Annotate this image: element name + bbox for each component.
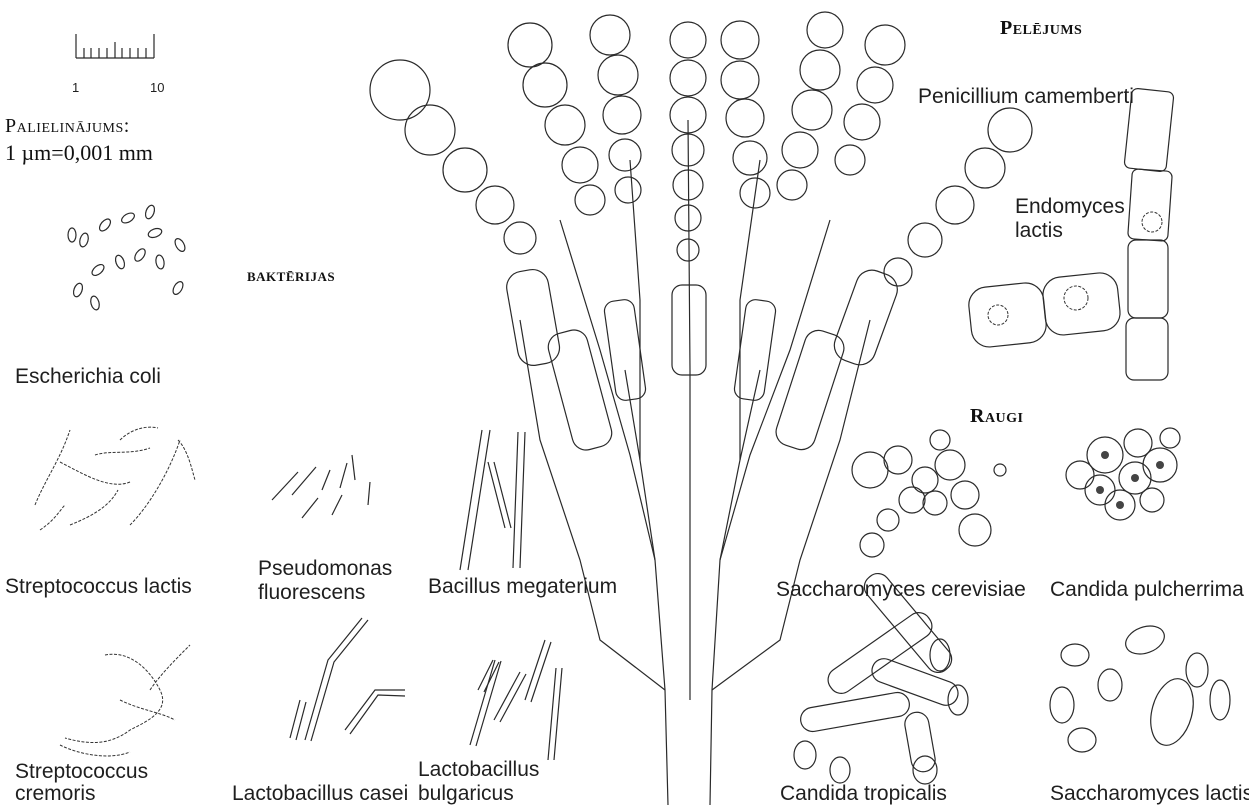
label-streptococcus-cremoris-line1: Streptococcus [15,760,148,784]
streptococcus-lactis-drawing [35,427,195,530]
label-candida-pulcherrima: Candida pulcherrima [1050,578,1244,602]
label-penicillium-camemberti: Penicillium camemberti [918,85,1134,109]
lactobacillus-casei-drawing [290,618,405,741]
group-label-mold: Pelējums [1000,17,1082,40]
group-label-bacteria: baktērijas [247,265,335,287]
bacillus-megaterium-drawing [460,430,525,570]
label-bacillus-megaterium: Bacillus megaterium [428,575,617,599]
scale-tick-start: 1 [72,76,79,100]
candida-pulcherrima-drawing [1066,428,1180,520]
label-lactobacillus-bulgaricus-line2: bulgaricus [418,782,514,806]
endomyces-lactis-drawing [967,88,1174,380]
label-endomyces-line1: Endomyces [1015,195,1125,219]
penicillium-camemberti-drawing [370,12,1032,805]
saccharomyces-lactis-drawing [1050,621,1230,752]
label-lactobacillus-casei: Lactobacillus casei [232,782,408,806]
label-pseudomonas-line1: Pseudomonas [258,557,392,581]
label-streptococcus-cremoris-line2: cremoris [15,782,96,806]
escherichia-coli-drawing [68,204,187,311]
group-label-yeasts: Raugi [970,405,1024,428]
scale-tick-end: 10 [150,76,164,100]
label-lactobacillus-bulgaricus-line1: Lactobacillus [418,758,539,782]
label-candida-tropicalis: Candida tropicalis [780,782,947,806]
label-pseudomonas-line2: fluorescens [258,581,365,605]
scale-bar [76,34,154,58]
lactobacillus-bulgaricus-drawing [470,640,562,760]
streptococcus-cremoris-drawing [60,645,190,756]
label-saccharomyces-lactis: Saccharomyces lactis [1050,782,1249,806]
label-saccharomyces-cerevisiae: Saccharomyces cerevisiae [776,578,1026,602]
label-streptococcus-lactis: Streptococcus lactis [5,575,192,599]
magnification-title: Palielinājums: [5,115,130,138]
label-endomyces-line2: lactis [1015,219,1063,243]
saccharomyces-cerevisiae-drawing [852,430,1006,557]
pseudomonas-fluorescens-drawing [272,455,370,518]
magnification-value: 1 µm=0,001 mm [5,140,153,166]
label-escherichia-coli: Escherichia coli [15,365,161,389]
